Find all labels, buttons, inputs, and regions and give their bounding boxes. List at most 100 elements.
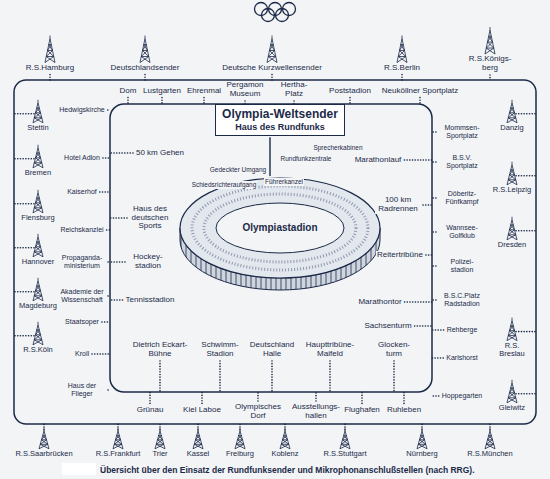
venue-label: Schwimm- Stadion: [199, 341, 241, 359]
venue-label: Flughafen: [343, 406, 381, 415]
transmitter-tower: [45, 36, 55, 63]
microphone-tap: [419, 97, 421, 104]
venue-label: B.S.C.Platz Radstadion: [438, 292, 486, 308]
transmitter-tower: [280, 428, 290, 449]
microphone-tap: [108, 389, 110, 391]
microphone-tap: [401, 74, 403, 80]
venue-label: Hedwigskirche: [58, 106, 106, 114]
microphone-tap: [329, 361, 331, 392]
microphone-tap: [432, 231, 436, 233]
box-title: Olympia-Weltsender: [222, 108, 338, 122]
microphone-tap: [159, 361, 161, 392]
venue-label: Hoppegarten: [441, 392, 483, 400]
tower-station-label: R.S.München: [466, 450, 513, 458]
microphone-tap: [110, 152, 133, 154]
microphone-tap: [159, 424, 161, 430]
microphone-tap: [117, 424, 119, 430]
microphone-tap: [432, 357, 443, 359]
tower-station-label: Bremen: [24, 169, 52, 177]
venue-label: Rehberge: [446, 326, 479, 334]
transmitter-box: Olympia-WeltsenderHaus des Rundfunks: [215, 104, 345, 136]
caption: Übersicht über den Einsatz der Rundfunks…: [100, 465, 475, 475]
blank-patch: [62, 463, 96, 475]
microphone-tap: [415, 325, 432, 327]
transmitter-tower: [39, 428, 49, 449]
microphone-tap: [14, 113, 34, 115]
venue-label: Marathontor: [357, 298, 402, 307]
venue-label: Ausstellungs- hallen: [289, 403, 343, 421]
microphone-tap: [432, 197, 436, 199]
microphone-tap: [107, 229, 110, 231]
venue-label: Kroll: [74, 350, 90, 358]
stadium-rim: [180, 178, 380, 278]
venue-label: Hotel Adlon: [63, 154, 101, 162]
microphone-tap: [344, 424, 346, 430]
transmitter-tower: [485, 428, 495, 449]
tower-station-label: Deutschlandsender: [110, 64, 181, 73]
tower-station-label: Danzig: [499, 124, 524, 132]
tower-station-label: Nürnberg: [405, 450, 438, 458]
tower-station-label: Freiburg: [225, 450, 255, 458]
microphone-tap: [239, 424, 241, 430]
microphone-tap: [103, 157, 110, 159]
venue-label: Kaiserhof: [66, 188, 98, 196]
microphone-tap: [108, 261, 110, 263]
transmitter-tower: [397, 36, 407, 63]
transmitter-tower: [33, 278, 43, 301]
transmitter-tower: [155, 428, 165, 449]
microphone-tap: [421, 424, 423, 430]
microphone-tap: [102, 321, 110, 323]
tower-station-label: Kassel: [186, 450, 211, 458]
microphone-tap: [516, 393, 536, 395]
tower-station-label: R.S.Köln: [22, 346, 54, 354]
inner-bus: [110, 104, 432, 392]
microphone-tap: [489, 424, 491, 430]
transmitter-tower: [33, 190, 43, 213]
tower-station-label: R.S.Saarbrücken: [14, 450, 73, 458]
venue-label: Ruhleben: [386, 406, 422, 415]
venue-label: Wannsee- Golfklub: [438, 224, 486, 240]
transmitter-tower: [507, 162, 517, 185]
venue-label: Döberitz- Fünfkampf: [438, 190, 486, 206]
venue-label: Olympisches Dorf: [233, 403, 283, 421]
microphone-tap: [219, 361, 221, 392]
venue-label: Akademie der Wissenschaft: [58, 288, 106, 304]
microphone-tap: [405, 301, 432, 303]
venue-label: Staatsoper: [64, 318, 100, 326]
transmitter-tower: [33, 234, 43, 257]
microphone-tap: [110, 299, 123, 301]
microphone-tap: [404, 159, 432, 161]
ring: [276, 9, 289, 22]
microphone-tap: [149, 392, 151, 404]
microphone-tap: [271, 361, 273, 392]
tower-station-label: R.S.Königs- berg: [466, 55, 514, 73]
transmitter-tower: [507, 100, 517, 123]
microphone-tap: [201, 392, 203, 404]
microphone-tap: [489, 75, 491, 80]
venue-label: Tennisstadion: [125, 296, 176, 305]
transmitter-tower: [507, 318, 517, 341]
microphone-tap: [110, 261, 125, 263]
transmitter-tower: [507, 380, 517, 403]
microphone-tap: [14, 335, 34, 337]
venue-label: Reitertribüne: [376, 251, 424, 260]
microphone-tap: [432, 265, 436, 267]
box-subtitle: Haus des Rundfunks: [222, 122, 338, 132]
microphone-tap: [161, 97, 163, 104]
microphone-tap: [14, 158, 34, 160]
seat-rows: [192, 186, 368, 270]
tower-station-label: R.S.Leipzig: [492, 186, 532, 194]
transmitter-tower: [33, 322, 43, 345]
stadium-part-label: Sprecherkabinen: [312, 144, 363, 151]
microphone-tap: [432, 329, 444, 331]
microphone-tap: [516, 113, 536, 115]
tower-station-label: R.S.Berlin: [383, 64, 421, 73]
venue-label: Haus des deutschen Sports: [129, 205, 171, 232]
transmitter-tower: [140, 36, 150, 63]
stadium-field: [216, 203, 344, 253]
venue-label: Sachsenturm: [363, 322, 412, 331]
tower-station-label: Hannover: [21, 258, 56, 266]
tower-station-label: Koblenz: [270, 450, 299, 458]
venue-label: Ehrenmal: [186, 87, 222, 96]
microphone-tap: [92, 353, 110, 355]
